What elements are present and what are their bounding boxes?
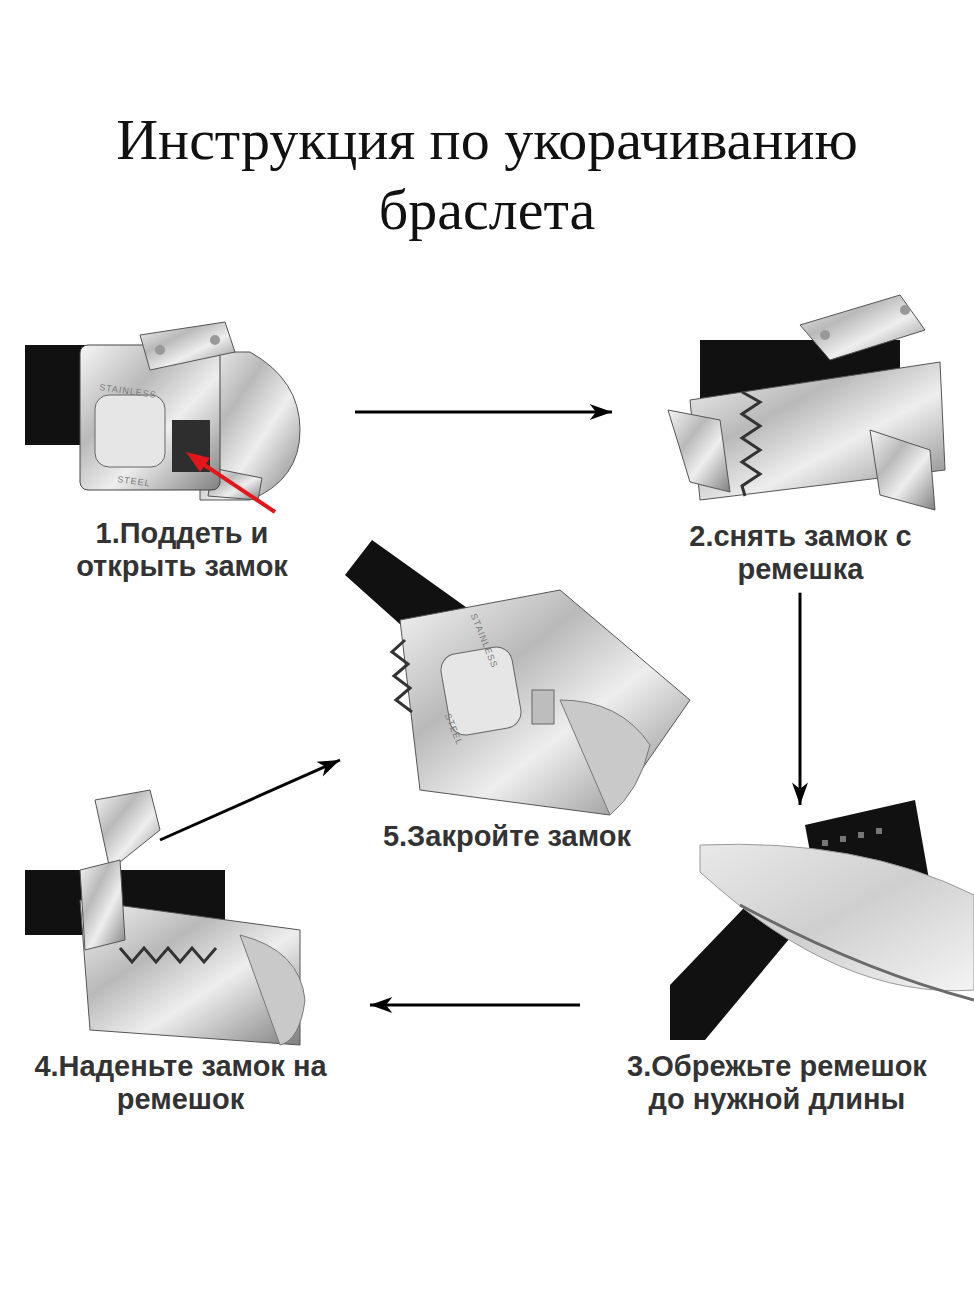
clasp-closed-photo [186, 452, 210, 472]
scissors-photo [700, 844, 974, 990]
step-caption: 2.снять замок с ремешка [673, 520, 928, 587]
step-caption: 3.Обрежьте ремешок до нужной длины [607, 1050, 947, 1117]
clasp-closed-photo [140, 322, 235, 370]
step-caption: 1.Поддеть и открыть замок [47, 517, 317, 584]
clasp-open-photo [668, 410, 730, 492]
step-caption: 4.Наденьте замок на ремешок [28, 1050, 333, 1117]
step-panel: 3.Обрежьте ремешок до нужной длины [580, 805, 970, 1123]
scissors-photo [740, 905, 974, 1000]
clasp-open-photo [900, 305, 910, 315]
clasp-open-photo [800, 295, 925, 360]
step-panel: 5.Закройте замок [340, 535, 675, 859]
scissors-photo [876, 828, 882, 834]
clasp-open-photo [820, 330, 830, 340]
scissors-photo [840, 836, 846, 842]
step-panel: 2.снять замок с ремешка [612, 285, 962, 593]
scissors-photo [822, 840, 828, 846]
clasp-open-photo [120, 948, 216, 962]
clasp-open-photo [668, 295, 945, 510]
clasp-closed-photo [532, 690, 554, 724]
clasp-closed-photo [392, 640, 412, 712]
step-arrow [355, 411, 612, 414]
clasp-closed-photo [25, 322, 300, 512]
clasp-open-photo [870, 430, 935, 510]
clasp-open-photo [742, 392, 760, 496]
clasp-closed-photo [155, 345, 165, 355]
clasp-closed-photo [95, 395, 165, 467]
step-caption: 5.Закройте замок [342, 820, 672, 853]
clasp-closed-photo [172, 420, 210, 472]
step-arrow [799, 593, 802, 805]
scissors-photo [858, 832, 864, 838]
clasp-closed-photo [200, 462, 275, 512]
clasp-closed-photo [400, 590, 690, 815]
step-arrow [160, 760, 340, 840]
clasp-closed-photo [560, 700, 650, 815]
title: Инструкция по укорачиванию браслета [40, 105, 934, 244]
step-arrow [370, 1004, 580, 1007]
clasp-open-photo [80, 860, 125, 950]
clasp-open-photo [240, 935, 305, 1045]
connectors [160, 412, 800, 1005]
clasp-open-photo [95, 790, 160, 870]
clasp-closed-photo [210, 335, 220, 345]
clasp-closed-photo [345, 540, 690, 815]
step-panel: 1.Поддеть и открыть замок [20, 285, 355, 590]
scissors-photo [670, 800, 974, 1040]
step-panel: 4.Наденьте замок на ремешок [15, 840, 370, 1123]
clasp-open-photo [25, 790, 305, 1045]
